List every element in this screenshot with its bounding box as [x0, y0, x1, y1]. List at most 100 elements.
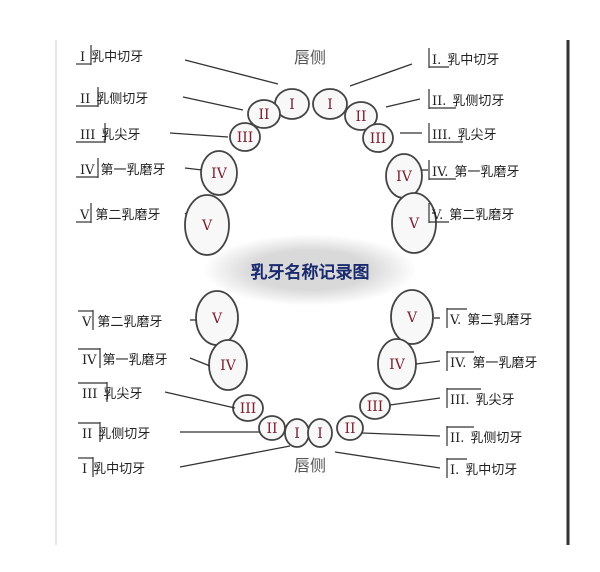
tooth-name: 乳中切牙 [91, 50, 144, 65]
tooth-outline [336, 415, 364, 441]
tooth-outline [307, 418, 333, 448]
quadrant-numeral: IV [82, 353, 97, 368]
tooth-name: 第二乳磨牙 [449, 208, 515, 223]
tooth-label: I 乳中切牙 [80, 46, 143, 65]
tooth-name: 第二乳磨牙 [95, 208, 161, 223]
tooth-label: III. 乳尖牙 [432, 124, 497, 143]
tooth-numeral: IV [220, 358, 237, 374]
leader-line [334, 451, 441, 469]
leader-line [182, 96, 244, 111]
tooth-outline [344, 101, 378, 131]
tooth-outline [359, 392, 391, 420]
tooth-numeral: II [344, 421, 355, 437]
tooth-label: V 第二乳磨牙 [80, 204, 160, 223]
tooth-numeral: V [406, 310, 418, 326]
tooth-name: 乳侧切牙 [470, 431, 523, 446]
tooth-label: IV. 第一乳磨牙 [450, 352, 537, 371]
quadrant-numeral: IV [80, 163, 95, 178]
quadrant-numeral: IV. [450, 356, 467, 371]
leader-line [184, 59, 279, 85]
tooth-label: V. 第二乳磨牙 [450, 309, 532, 328]
labial-label-bottom: 唇侧 [293, 456, 327, 475]
tooth-numeral: I [327, 97, 333, 113]
tooth-outline [362, 123, 394, 153]
tooth-label: IV. 第一乳磨牙 [432, 161, 519, 180]
tooth-numeral: V [211, 311, 223, 327]
tooth-name: 第一乳磨牙 [454, 165, 520, 180]
leader-line [361, 432, 441, 437]
tooth-name: 第一乳磨牙 [102, 353, 168, 368]
quadrant-numeral: V. [432, 208, 444, 223]
tooth-outline [312, 88, 348, 120]
tooth-name: 乳尖牙 [103, 387, 143, 402]
quadrant-numeral: I. [450, 463, 460, 478]
diagram-title: 乳牙名称记录图 [250, 263, 370, 283]
leader-line [389, 397, 441, 406]
tooth-numeral: III [240, 401, 257, 417]
quadrant-numeral: II [80, 92, 91, 107]
leader-line [189, 357, 211, 367]
tooth-label: IV 第一乳磨牙 [80, 159, 166, 178]
tooth-label: II 乳侧切牙 [82, 423, 150, 442]
leader-line [184, 212, 187, 215]
quadrant-numeral: III. [450, 393, 470, 408]
tooth-label: III 乳尖牙 [82, 383, 142, 402]
leader-line [415, 360, 441, 365]
quadrant-numeral: II. [450, 431, 465, 446]
tooth-outline [391, 192, 437, 254]
tooth-outline [184, 194, 230, 256]
tooth-name: 乳尖牙 [457, 128, 497, 143]
tooth-numeral: I [294, 426, 300, 442]
tooth-outline [229, 122, 261, 152]
tooth-label: I. 乳中切牙 [450, 459, 517, 478]
tooth-name: 乳尖牙 [475, 393, 515, 408]
leader-line [349, 63, 413, 87]
quadrant-numeral: I. [432, 53, 442, 68]
leader-line [164, 391, 236, 409]
tooth-numeral: IV [396, 169, 413, 185]
tooth-numeral: II [266, 421, 277, 437]
tooth-label: V. 第二乳磨牙 [432, 204, 514, 223]
tooth-name: 第一乳磨牙 [472, 356, 538, 371]
tooth-numeral: I [317, 426, 323, 442]
tooth-label: I. 乳中切牙 [432, 49, 499, 68]
tooth-outline [200, 150, 238, 196]
tooth-numeral: II [258, 107, 269, 123]
quadrant-numeral: II. [432, 94, 447, 109]
tooth-name: 第一乳磨牙 [100, 163, 166, 178]
tooth-label: I 乳中切牙 [82, 458, 145, 477]
labial-label-top: 唇侧 [293, 48, 327, 67]
tooth-numeral: IV [211, 166, 228, 182]
tooth-name: 第二乳磨牙 [97, 315, 163, 330]
tooth-name: 乳中切牙 [93, 462, 146, 477]
tooth-name: 第二乳磨牙 [467, 313, 533, 328]
leader-line [179, 445, 291, 468]
tooth-name: 乳中切牙 [447, 53, 500, 68]
quadrant-numeral: V [80, 208, 90, 223]
tooth-label: III. 乳尖牙 [450, 389, 515, 408]
quadrant-numeral: I [80, 50, 86, 65]
quadrant-numeral: V. [450, 313, 462, 328]
tooth-numeral: II [355, 109, 366, 125]
tooth-name: 乳侧切牙 [98, 427, 151, 442]
tooth-name: 乳侧切牙 [452, 94, 505, 109]
tooth-name: 乳侧切牙 [96, 92, 149, 107]
quadrant-numeral: III. [432, 128, 452, 143]
tooth-numeral: III [367, 399, 384, 415]
tooth-label: II. 乳侧切牙 [450, 427, 522, 446]
quadrant-numeral: I [82, 462, 88, 477]
leader-line [184, 167, 203, 171]
quadrant-numeral: IV. [432, 165, 449, 180]
quadrant-numeral: II [82, 427, 93, 442]
title-cloud-background [205, 235, 415, 305]
quadrant-numeral: III [82, 387, 98, 402]
leader-line [385, 98, 421, 108]
tooth-name: 乳中切牙 [465, 463, 518, 478]
tooth-name: 乳尖牙 [101, 128, 141, 143]
tooth-label: II 乳侧切牙 [80, 88, 148, 107]
leader-line [169, 132, 229, 138]
